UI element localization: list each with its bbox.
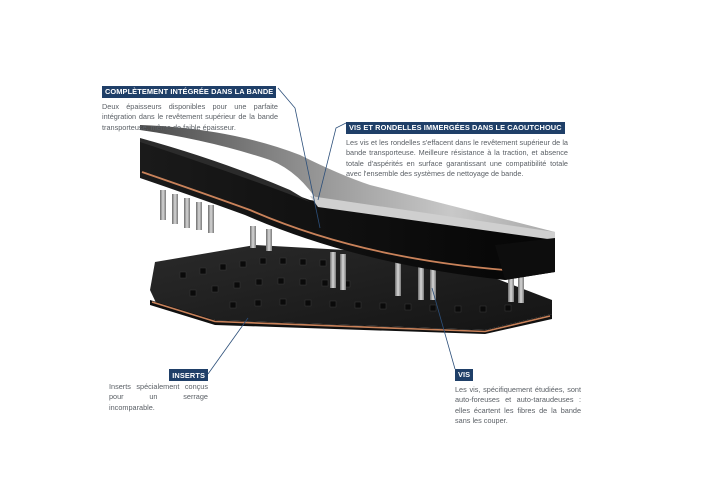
callout-integrated: COMPLÈTEMENT INTÉGRÉE DANS LA BANDE Deux… xyxy=(102,81,278,133)
upper-belt xyxy=(140,125,555,280)
callout-inserts-title: INSERTS xyxy=(169,369,208,381)
callout-inserts: INSERTS Inserts spécialement conçus pour… xyxy=(109,369,208,413)
callout-screws-title: VIS xyxy=(455,368,474,381)
callout-screws-immersed: VIS ET RONDELLES IMMERGÉES DANS LE CAOUT… xyxy=(346,117,568,180)
leader-lines xyxy=(207,87,456,375)
callout-screws: VIS Les vis, spécifiquement étudiées, so… xyxy=(455,364,581,427)
screws-group xyxy=(160,190,524,303)
callout-screws-immersed-body: Les vis et les rondelles s'effacent dans… xyxy=(346,138,568,179)
callout-integrated-body: Deux épaisseurs disponibles pour une par… xyxy=(102,102,278,132)
callout-integrated-title: COMPLÈTEMENT INTÉGRÉE DANS LA BANDE xyxy=(102,85,277,98)
callout-screws-body: Les vis, spécifiquement étudiées, sont a… xyxy=(455,385,581,426)
callout-inserts-body: Inserts spécialement conçus pour un serr… xyxy=(109,382,208,412)
callout-screws-immersed-title: VIS ET RONDELLES IMMERGÉES DANS LE CAOUT… xyxy=(346,121,565,134)
